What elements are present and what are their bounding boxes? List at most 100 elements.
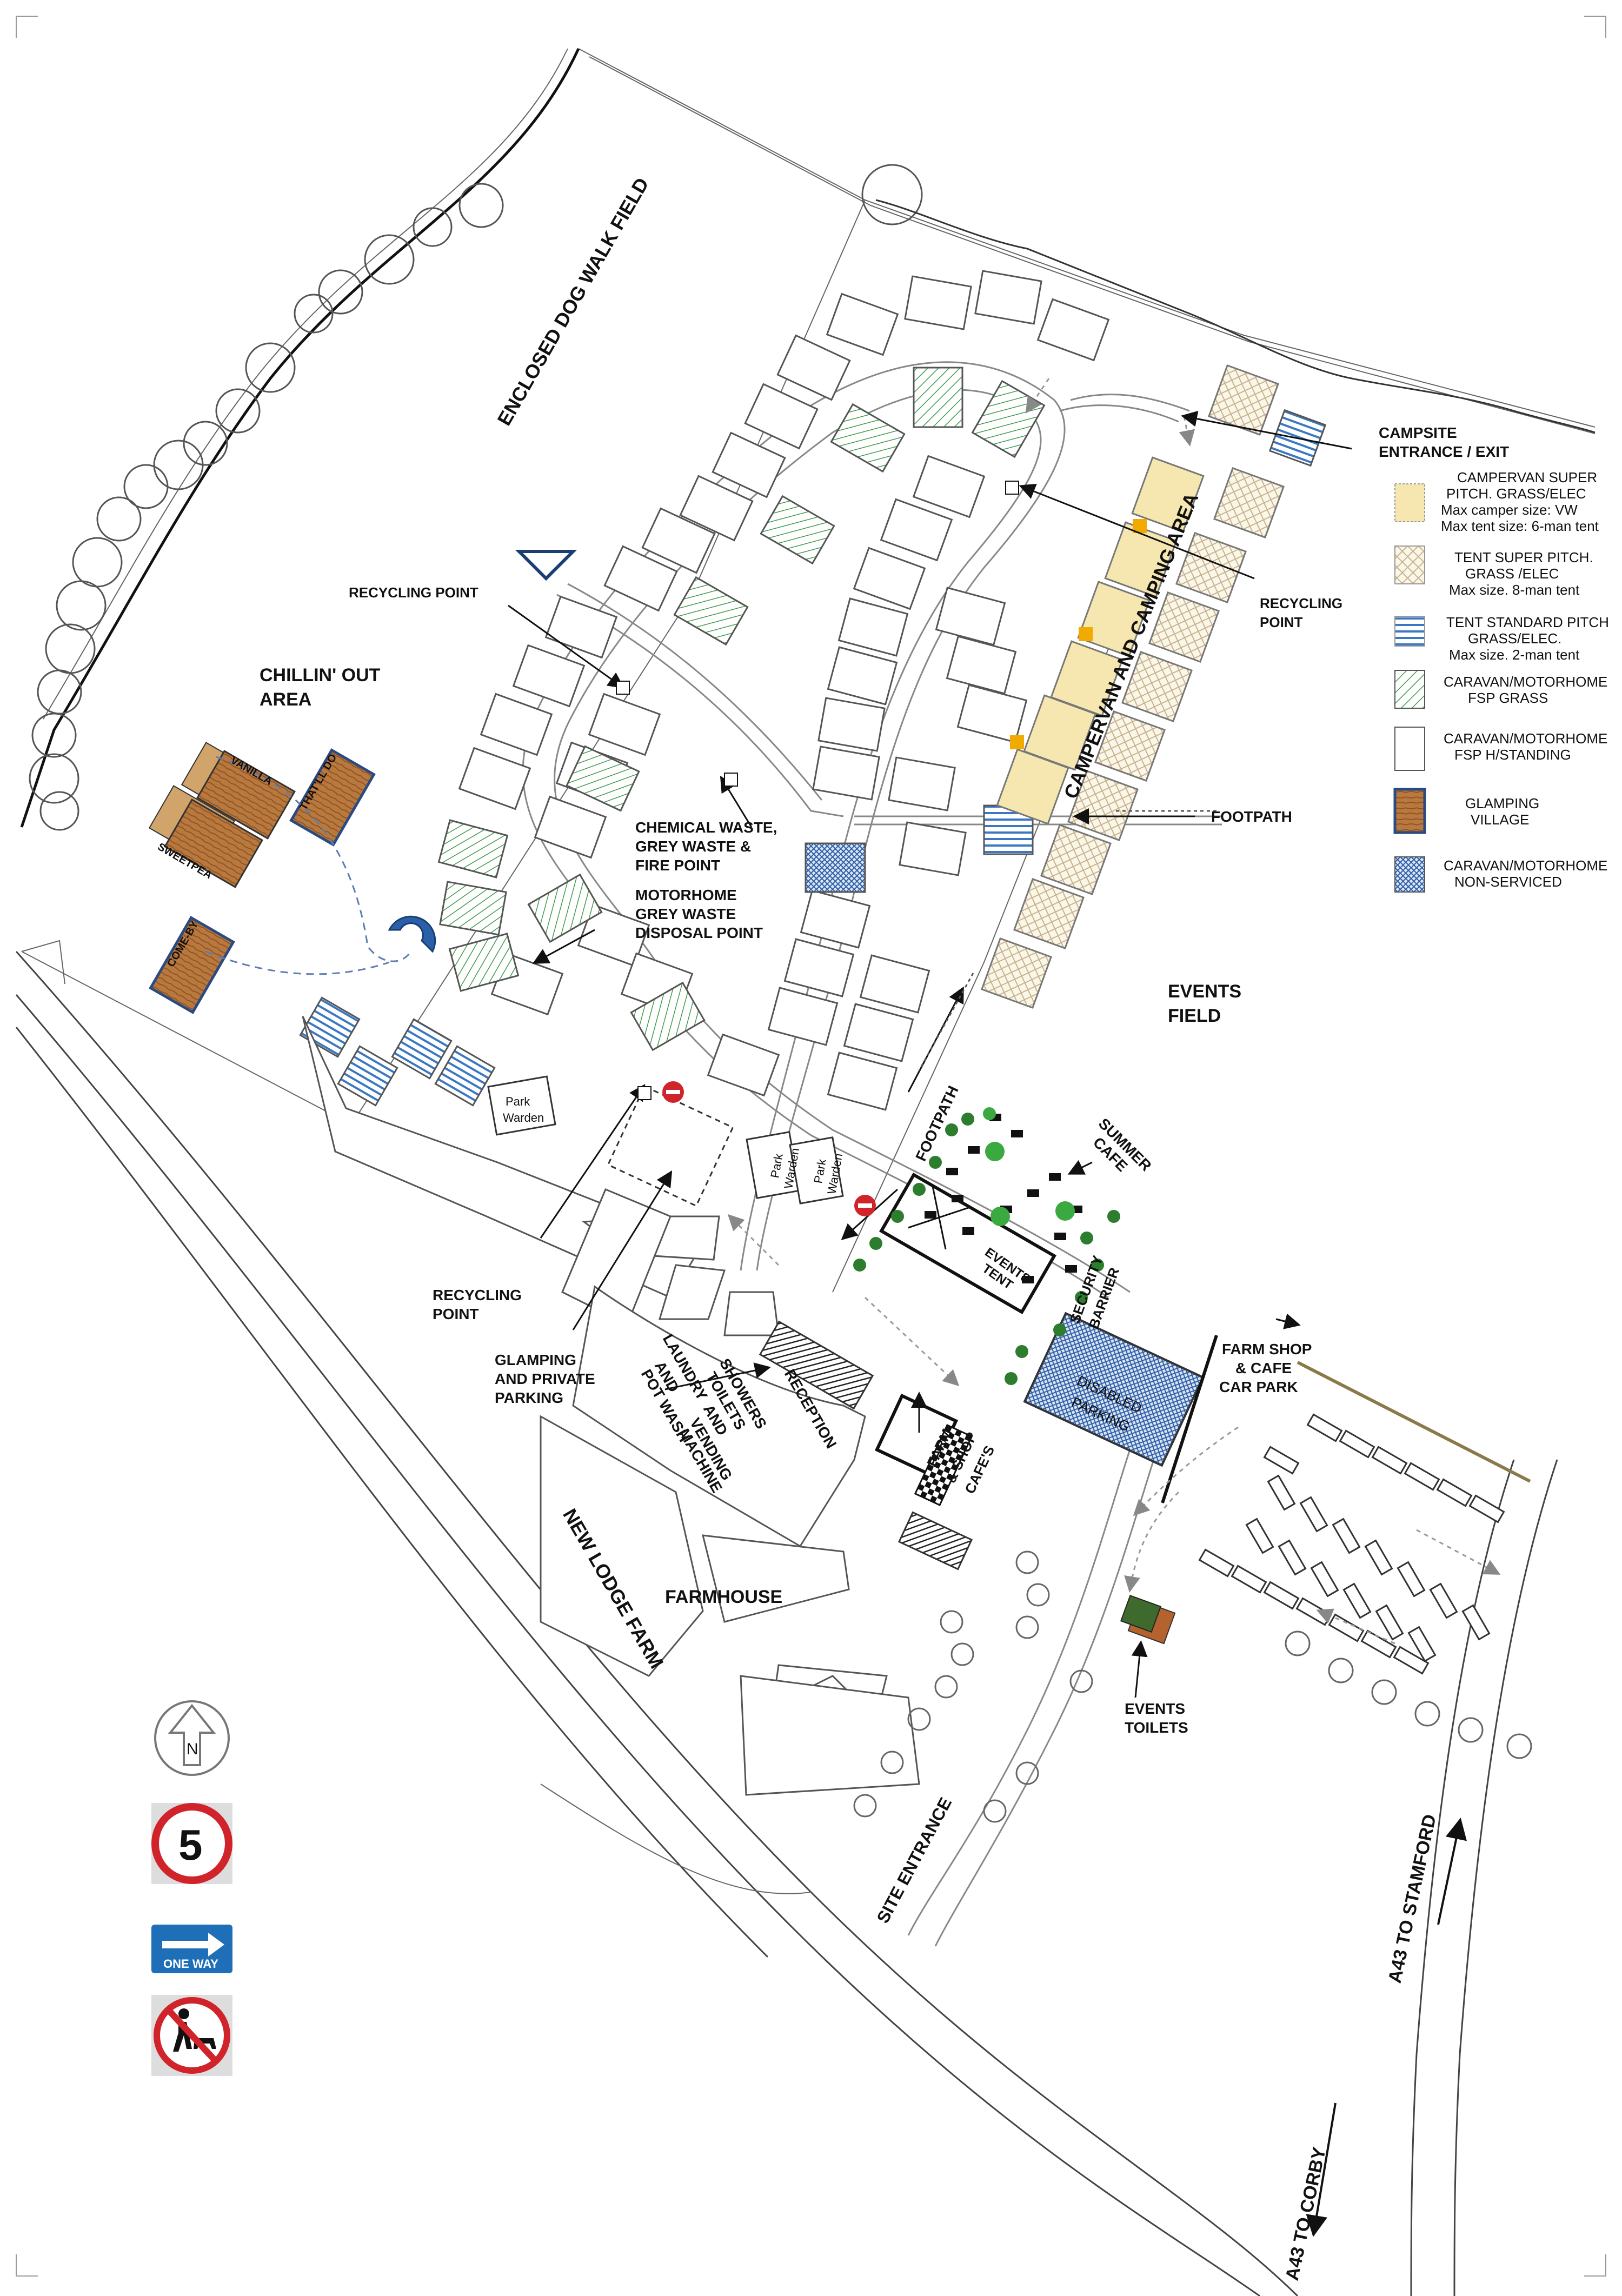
chem-label-1: CHEMICAL WASTE, — [635, 819, 777, 836]
svg-text:5: 5 — [178, 1821, 203, 1869]
glamping-parking-label-1: GLAMPING — [495, 1352, 576, 1368]
dog-field-label: ENCLOSED DOG WALK FIELD — [493, 174, 653, 429]
no-dogs-sign-icon — [151, 1995, 232, 2076]
legend-tent-super: TENT SUPER PITCH. GRASS /ELEC Max size. … — [1394, 545, 1593, 598]
hardstanding-pitches — [458, 270, 1110, 1111]
recycling-top-label: RECYCLING POINT — [349, 584, 478, 601]
events-toilets-label-1: EVENTS — [1125, 1700, 1185, 1717]
amenity-blocks — [759, 1320, 973, 1570]
summer-cafe-trees — [983, 1107, 1075, 1226]
leader-arrows — [508, 410, 1352, 1698]
svg-text:GLAMPING: GLAMPING — [1465, 795, 1539, 811]
events-field-label-1: EVENTS — [1168, 981, 1241, 1002]
farmshop-carpark-label-1: FARM SHOP — [1222, 1341, 1312, 1357]
campsite-entrance-label-1: CAMPSITE — [1379, 424, 1457, 441]
footpath-right-label: FOOTPATH — [1211, 808, 1292, 825]
glamping-parking-label-3: PARKING — [495, 1389, 563, 1406]
triangle-marker — [515, 550, 577, 581]
legend-caravan-hardstanding: CARAVAN/MOTORHOME FSP H/STANDING — [1394, 727, 1607, 771]
svg-text:Max size. 2-man tent: Max size. 2-man tent — [1449, 647, 1580, 663]
legend-campervan-super: CAMPERVAN SUPER PITCH. GRASS/ELEC Max ca… — [1394, 469, 1599, 534]
svg-text:FSP H/STANDING: FSP H/STANDING — [1454, 747, 1571, 763]
to-corby-label: A43 TO CORBY — [1282, 2145, 1330, 2282]
svg-text:CARAVAN/MOTORHOME: CARAVAN/MOTORHOME — [1444, 857, 1607, 874]
svg-text:CARAVAN/MOTORHOME: CARAVAN/MOTORHOME — [1444, 730, 1607, 747]
svg-text:VILLAGE: VILLAGE — [1471, 811, 1529, 828]
corner-marks — [16, 16, 1606, 2277]
svg-text:CAMPERVAN SUPER: CAMPERVAN SUPER — [1457, 469, 1597, 485]
tree-line — [29, 164, 923, 831]
glamping-path — [205, 756, 412, 975]
svg-text:TENT STANDARD PITCH: TENT STANDARD PITCH — [1446, 614, 1609, 630]
car-park-fence — [1297, 1361, 1531, 1483]
flow-arrows — [727, 378, 1501, 1645]
a43-road — [15, 951, 1558, 2296]
tent-super-pitches — [980, 364, 1285, 1009]
svg-text:TENT SUPER PITCH.: TENT SUPER PITCH. — [1454, 549, 1593, 565]
farmshop-carpark-label-2: & CAFE — [1235, 1360, 1292, 1376]
svg-text:Max tent size: 6-man tent: Max tent size: 6-man tent — [1441, 518, 1599, 534]
site-entrance-label: SITE ENTRANCE — [873, 1794, 955, 1927]
non-serviced-pitch — [805, 842, 866, 893]
glamping-parking-label-2: AND PRIVATE — [495, 1370, 595, 1387]
recycling-right-label-1: RECYCLING — [1260, 595, 1342, 611]
buildings — [302, 1016, 920, 1796]
events-toilets-building — [1120, 1594, 1176, 1645]
svg-text:GRASS/ELEC.: GRASS/ELEC. — [1468, 630, 1561, 647]
stream — [20, 48, 580, 828]
park-warden-label-left-1: Park — [506, 1095, 530, 1108]
mh-label-2: GREY WASTE — [635, 906, 736, 922]
events-field-label-2: FIELD — [1168, 1006, 1221, 1026]
corby-arrow-icon — [1306, 2102, 1337, 2237]
stamford-arrow-icon — [1437, 1818, 1467, 1925]
farmshop-carpark-label-3: CAR PARK — [1219, 1379, 1298, 1395]
disabled-parking — [1023, 1312, 1218, 1503]
svg-text:ONE WAY: ONE WAY — [163, 1957, 218, 1971]
footpaths — [918, 810, 1216, 1071]
hedge-shrubs — [853, 1113, 1120, 1385]
legend-glamping: GLAMPING VILLAGE — [1393, 788, 1539, 834]
car-park-bays — [1198, 1413, 1505, 1675]
hedge — [875, 199, 1596, 434]
electric-hookup-icons — [1010, 519, 1147, 749]
speed-limit-sign-icon: 5 — [151, 1803, 232, 1884]
to-stamford-label: A43 TO STAMFORD — [1385, 1813, 1440, 1985]
legend: CAMPERVAN SUPER PITCH. GRASS/ELEC Max ca… — [1393, 469, 1609, 893]
glamping-pods — [148, 742, 436, 1014]
car-park-trees — [853, 1550, 1532, 1823]
chem-label-2: GREY WASTE & — [635, 838, 751, 855]
chem-label-3: FIRE POINT — [635, 857, 720, 874]
chillin-label-2: AREA — [260, 689, 311, 710]
svg-text:N: N — [187, 1740, 198, 1758]
mh-label-1: MOTORHOME — [635, 887, 737, 903]
svg-text:Max camper size: VW: Max camper size: VW — [1441, 502, 1578, 518]
north-arrow-icon: N — [154, 1700, 230, 1776]
chillin-label-1: CHILLIN' OUT — [260, 665, 381, 686]
campsite-entrance-label-2: ENTRANCE / EXIT — [1379, 443, 1509, 460]
events-toilets-label-2: TOILETS — [1125, 1719, 1188, 1736]
campervan-super-pitches — [996, 456, 1205, 825]
svg-text:CARAVAN/MOTORHOME: CARAVAN/MOTORHOME — [1444, 674, 1607, 690]
svg-text:PITCH. GRASS/ELEC: PITCH. GRASS/ELEC — [1446, 485, 1586, 502]
park-warden-label-left-2: Warden — [503, 1111, 544, 1124]
svg-text:NON-SERVICED: NON-SERVICED — [1454, 874, 1562, 890]
mh-label-3: DISPOSAL POINT — [635, 924, 763, 941]
recycling-bottom-label-2: POINT — [433, 1306, 479, 1322]
legend-non-serviced: CARAVAN/MOTORHOME NON-SERVICED — [1394, 856, 1607, 893]
grass-pitches — [437, 367, 1046, 1051]
park-warden-boxes — [487, 1075, 844, 1207]
legend-tent-standard: TENT STANDARD PITCH GRASS/ELEC. Max size… — [1394, 614, 1609, 663]
recycling-right-label-2: POINT — [1260, 614, 1303, 630]
one-way-sign-icon: ONE WAY — [151, 1925, 232, 1973]
svg-text:FSP GRASS: FSP GRASS — [1468, 690, 1548, 706]
footpath-mid-label: FOOTPATH — [912, 1083, 961, 1164]
farmhouse-label: FARMHOUSE — [665, 1587, 782, 1607]
svg-text:Max size. 8-man tent: Max size. 8-man tent — [1449, 582, 1580, 598]
events-tent — [879, 1172, 1057, 1315]
recycling-bins — [616, 481, 1019, 1100]
no-entry-markers — [662, 1081, 876, 1216]
svg-text:GRASS /ELEC: GRASS /ELEC — [1465, 565, 1559, 582]
recycling-bottom-label-1: RECYCLING — [433, 1287, 522, 1303]
legend-caravan-grass: CARAVAN/MOTORHOME FSP GRASS — [1394, 670, 1607, 709]
